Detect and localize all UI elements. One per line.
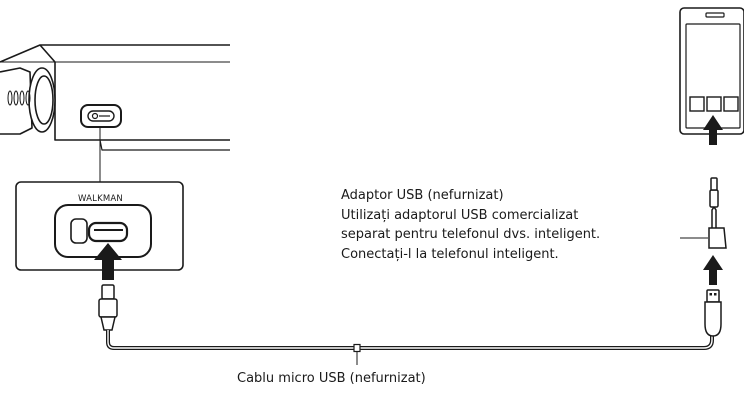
adaptor-note-line: Conectați-l la telefonul inteligent. bbox=[341, 246, 559, 262]
adaptor-note-line: separat pentru telefonul dvs. inteligent… bbox=[341, 227, 601, 242]
adaptor-note: Adaptor USB (nefurnizat) Utilizați adapt… bbox=[341, 186, 600, 264]
speaker-unit bbox=[0, 44, 230, 151]
usb-micro-port-icon bbox=[91, 112, 110, 120]
micro-usb-plug bbox=[98, 284, 118, 331]
adaptor-note-line: Adaptor USB (nefurnizat) bbox=[341, 188, 504, 203]
usb-adaptor bbox=[708, 177, 727, 249]
usb-cable bbox=[106, 330, 714, 365]
adaptor-note-line: Utilizați adaptorul USB comercializat bbox=[341, 207, 579, 223]
smartphone-icon bbox=[679, 7, 744, 135]
usb-a-plug bbox=[704, 289, 722, 337]
walkman-panel-label: WALKMAN bbox=[78, 194, 123, 204]
arrow-up-icon bbox=[703, 115, 723, 145]
cable-label: Cablu micro USB (nefurnizat) bbox=[237, 371, 426, 386]
arrow-up-icon bbox=[94, 243, 122, 280]
arrow-up-icon bbox=[703, 255, 723, 285]
